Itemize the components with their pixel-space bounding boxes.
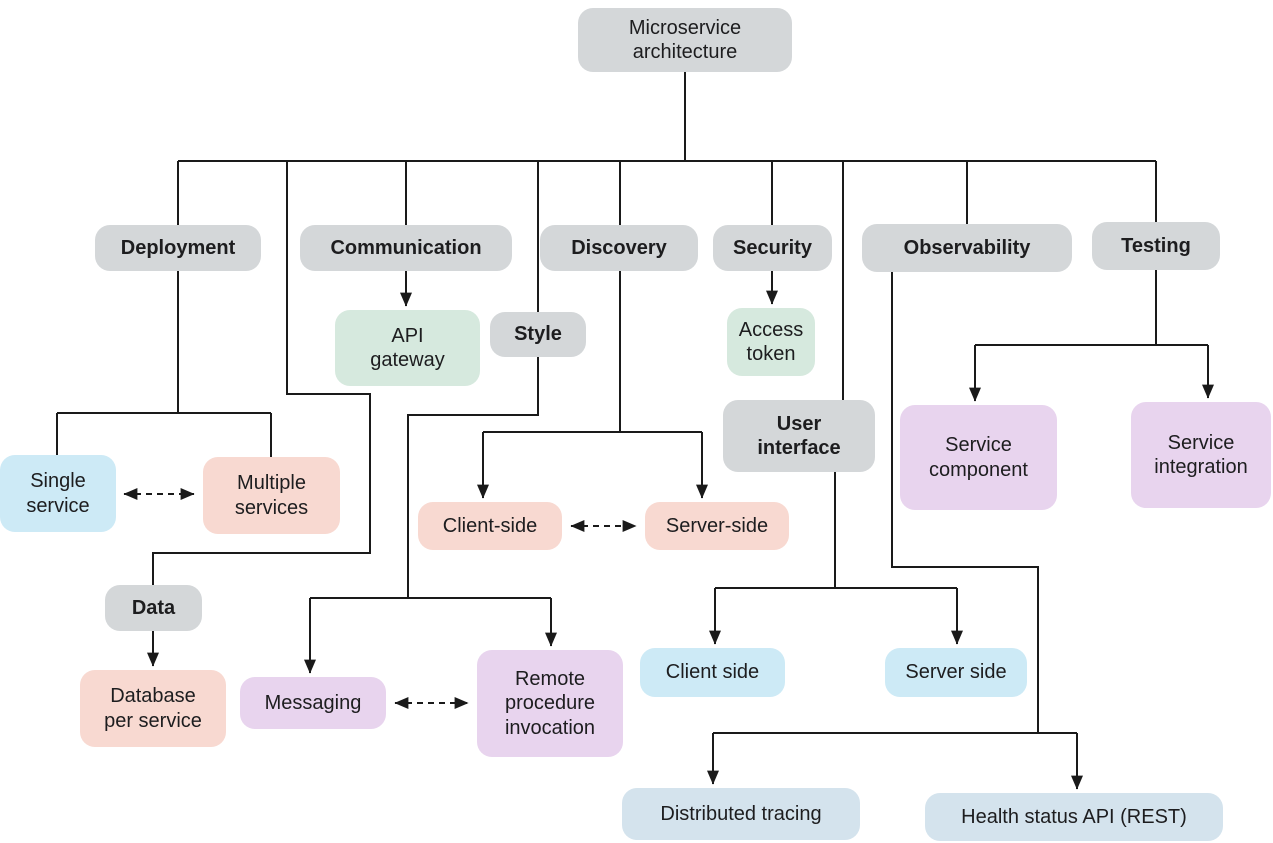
node-database-per-service: Database per service: [80, 670, 226, 747]
node-access-token: Access token: [727, 308, 815, 376]
edge-testing-stem: [975, 270, 1208, 346]
node-service-component: Service component: [900, 405, 1057, 510]
node-data: Data: [105, 585, 202, 631]
node-deployment: Deployment: [95, 225, 261, 271]
node-api-gateway: API gateway: [335, 310, 480, 386]
node-multiple-services: Multiple services: [203, 457, 340, 534]
node-security: Security: [713, 225, 832, 271]
edge-deployment-tee: [56, 271, 272, 457]
node-client-side-ui: Client side: [640, 648, 785, 697]
node-server-side: Server-side: [645, 502, 789, 550]
edge-discovery-stem: [483, 271, 702, 433]
node-distributed-tracing: Distributed tracing: [622, 788, 860, 840]
node-communication: Communication: [300, 225, 512, 271]
node-style: Style: [490, 312, 586, 357]
node-discovery: Discovery: [540, 225, 698, 271]
node-server-side-ui: Server side: [885, 648, 1027, 697]
node-service-integration: Service integration: [1131, 402, 1271, 508]
node-health-status-api: Health status API (REST): [925, 793, 1223, 841]
node-messaging: Messaging: [240, 677, 386, 729]
edge-observability-stem: [713, 272, 1077, 734]
edge-bus-data: [152, 161, 371, 585]
edge-user-interface-stem: [715, 472, 957, 589]
node-observability: Observability: [862, 224, 1072, 272]
edge-style-stem: [310, 357, 551, 599]
node-client-side: Client-side: [418, 502, 562, 550]
node-single-service: Single service: [0, 455, 116, 532]
node-microservice-architecture: Microservice architecture: [578, 8, 792, 72]
node-testing: Testing: [1092, 222, 1220, 270]
node-remote-procedure-invocation: Remote procedure invocation: [477, 650, 623, 757]
node-user-interface: User interface: [723, 400, 875, 472]
